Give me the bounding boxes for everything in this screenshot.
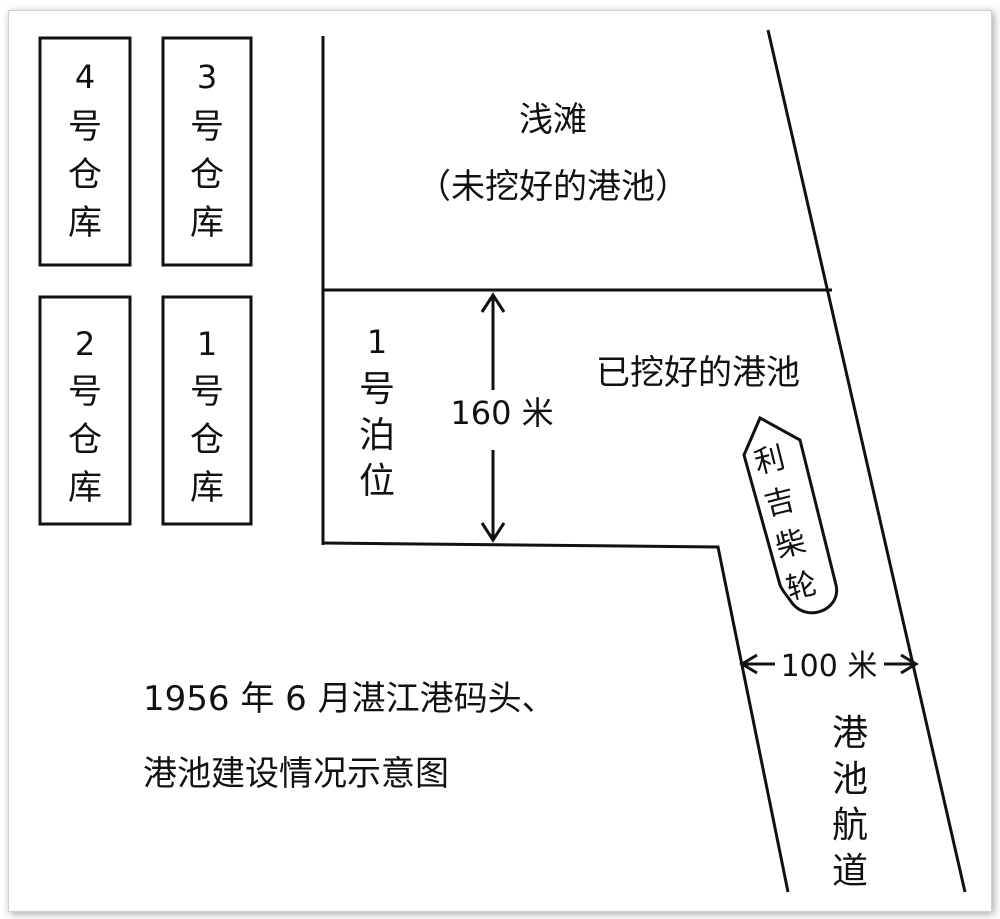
channel-right-edge <box>766 29 967 893</box>
svg-text:1: 1 <box>367 323 387 361</box>
svg-text:池: 池 <box>832 759 868 800</box>
svg-text:仓: 仓 <box>190 420 224 460</box>
shoal-title: 浅滩 <box>519 100 587 140</box>
svg-text:4: 4 <box>75 58 95 96</box>
warehouse-3-box <box>161 36 253 267</box>
berth-1-label: 1 号 泊 位 <box>359 323 395 502</box>
svg-text:位: 位 <box>359 461 395 502</box>
svg-text:库: 库 <box>190 203 224 243</box>
svg-text:号: 号 <box>68 372 102 412</box>
warehouse-1-box <box>161 295 253 526</box>
svg-text:仓: 仓 <box>68 420 102 460</box>
width-100-arrow <box>739 653 919 675</box>
shoal-subtitle: （未挖好的港池） <box>417 167 689 207</box>
svg-text:1: 1 <box>197 325 217 363</box>
svg-text:仓: 仓 <box>190 155 224 195</box>
warehouse-3-label: 3 号 仓 库 <box>190 58 224 243</box>
svg-text:2: 2 <box>75 325 95 363</box>
warehouse-2-box <box>38 295 132 526</box>
svg-text:仓: 仓 <box>68 155 102 195</box>
width-160-arrow <box>480 292 506 543</box>
image-frame <box>8 10 992 912</box>
width-100-label: 100 米 <box>781 649 878 684</box>
svg-text:泊: 泊 <box>359 415 395 456</box>
warehouse-2-label: 2 号 仓 库 <box>68 325 102 508</box>
caption-line-2: 港池建设情况示意图 <box>143 754 449 794</box>
svg-text:号: 号 <box>190 372 224 412</box>
warehouse-4-label: 4 号 仓 库 <box>68 58 102 243</box>
svg-text:号: 号 <box>190 107 224 147</box>
svg-text:航: 航 <box>832 805 868 846</box>
svg-text:3: 3 <box>197 58 217 96</box>
width-160-label: 160 米 <box>450 394 553 432</box>
warehouse-4-box <box>38 36 132 267</box>
caption-line-1: 1956 年 6 月湛江港码头、 <box>143 679 556 719</box>
svg-text:库: 库 <box>68 468 102 508</box>
svg-text:号: 号 <box>68 107 102 147</box>
svg-text:库: 库 <box>68 203 102 243</box>
ship-hull <box>742 415 839 615</box>
svg-text:库: 库 <box>190 468 224 508</box>
channel-label: 港 池 航 道 <box>832 713 868 892</box>
svg-text:号: 号 <box>359 369 395 410</box>
svg-text:道: 道 <box>832 851 868 892</box>
basin-bottom-edge <box>322 541 790 893</box>
svg-text:港: 港 <box>832 713 868 754</box>
dug-basin-label: 已挖好的港池 <box>596 353 800 393</box>
warehouse-1-label: 1 号 仓 库 <box>190 325 224 508</box>
